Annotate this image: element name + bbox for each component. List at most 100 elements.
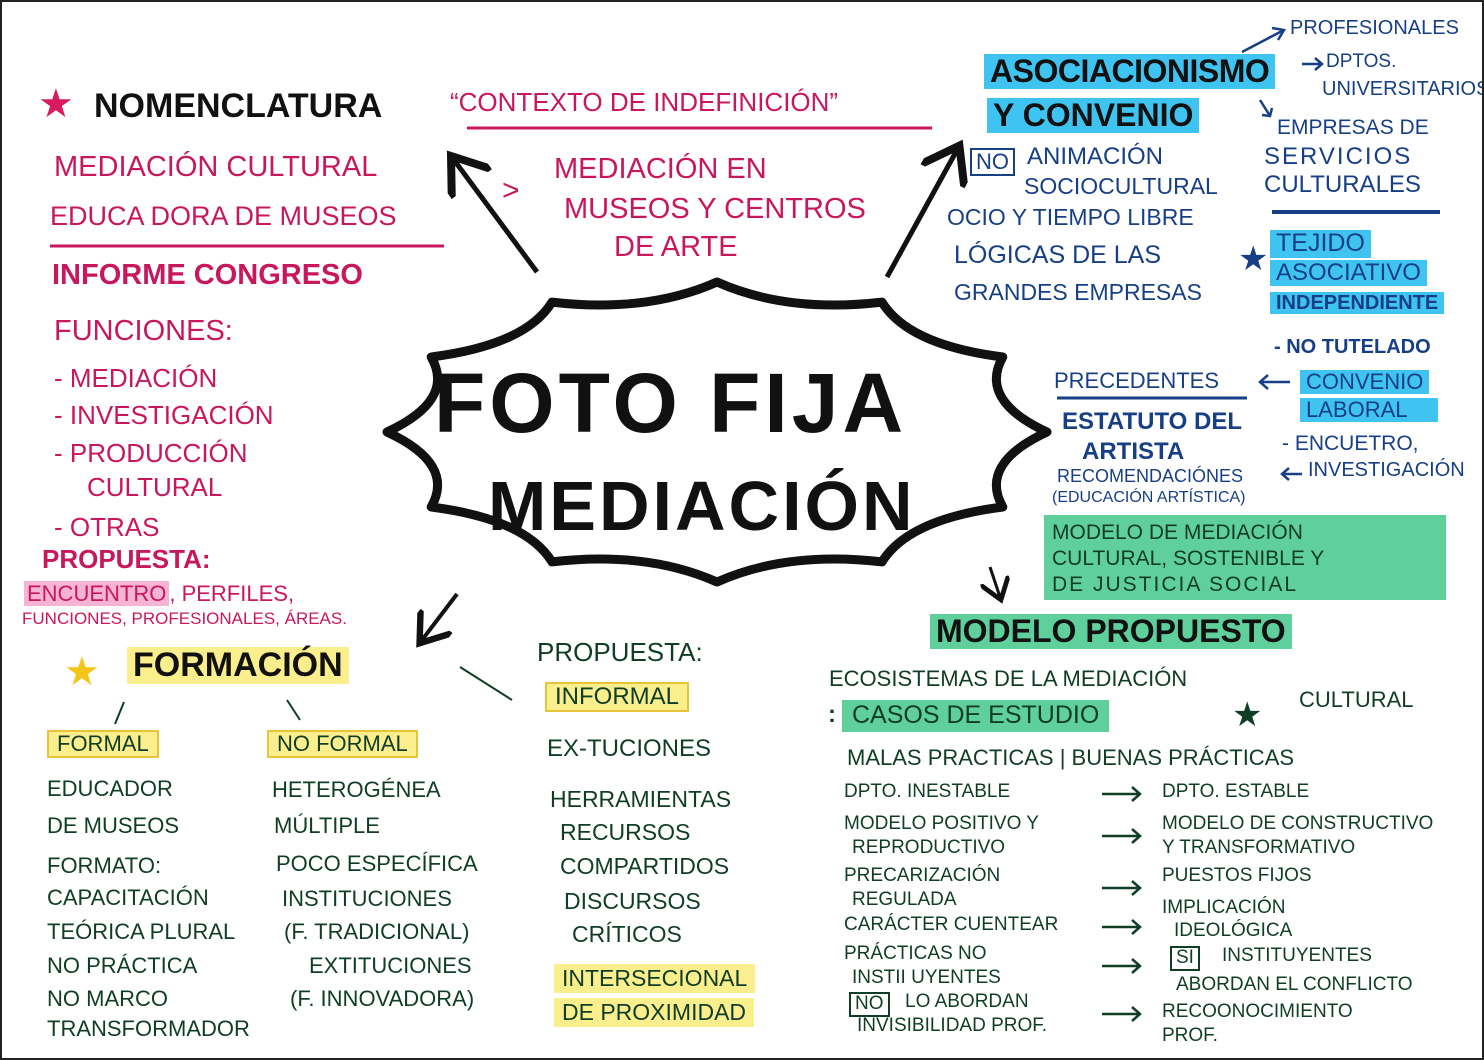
propuesta-title: Propuesta: (42, 544, 211, 574)
center-title-line1: Foto Fija (434, 356, 908, 450)
good-practice: Recoonocimiento (1162, 1001, 1353, 1022)
formal-item: teórica plural (47, 919, 236, 944)
branch-profesionales: Profesionales (1290, 17, 1459, 39)
bad-practice: reproductivo (852, 837, 1006, 858)
formacion-title: Formación (127, 646, 349, 685)
no-formal-item: poco específica (276, 851, 478, 876)
nomenclatura-item: Mediación cultural (54, 151, 378, 183)
good-practice: Dpto. estable (1162, 781, 1310, 802)
star-icon: ★ (1232, 696, 1263, 734)
propuesta-line2: funciones, profesionales, áreas. (22, 609, 347, 628)
colon: : (828, 701, 836, 728)
no-item: grandes empresas (954, 279, 1202, 305)
contexto-indefinicion: “Contexto de indefinición” (450, 87, 839, 117)
propuesta-formacion-title: Propuesta: (537, 637, 703, 667)
funcion-item: - Investigación (54, 400, 274, 430)
formal-item: Formato: (47, 853, 162, 878)
bad-practice: instii uyentes (852, 967, 1001, 988)
arrow-precedentes-head (1258, 374, 1269, 390)
ecosistemas-label: Ecosistemas de la mediación (829, 666, 1188, 691)
formal-item: capacitación (47, 885, 209, 910)
precedentes: Precedentes (1054, 368, 1220, 393)
tejido-line: independiente (1270, 292, 1445, 314)
no-tutelado: - No tutelado (1274, 336, 1431, 358)
row-arrow (1102, 786, 1142, 802)
si-box: Si (1170, 946, 1200, 971)
casos-de-estudio: Casos de estudio (842, 700, 1110, 732)
formal-item: no marco (47, 986, 168, 1011)
mediacion-en-line: Mediación en (554, 153, 767, 185)
funcion-item: - Mediación (54, 363, 218, 393)
no-formal-item: instituciones (282, 886, 452, 911)
branch-empresas: Empresas de (1277, 116, 1429, 139)
star-icon: ★ (38, 82, 74, 126)
estatuto-line: artista (1082, 438, 1185, 465)
no-formal-item: extituciones (309, 953, 472, 978)
arrow-empresas (1258, 99, 1272, 117)
central-cloud-shape (382, 277, 1052, 587)
propuesta-item: compartidos (560, 853, 730, 879)
no-item: sociocultural (1024, 173, 1218, 199)
estatuto-line: Estatuto del (1062, 408, 1242, 435)
informe-congreso: Informe congreso (52, 259, 363, 291)
arrow-to-asociacionismo (884, 150, 957, 279)
no-box: No (849, 992, 890, 1017)
formal-label: Formal (47, 730, 159, 759)
good-practice: instituyentes (1222, 945, 1372, 966)
encuentro-line: - Encuetro, (1282, 432, 1419, 455)
nomenclatura-item: Educa dora de museos (50, 201, 397, 231)
encuentro-highlight: Encuentro (24, 581, 170, 606)
funcion-item: - Producción (54, 438, 248, 468)
center-title-line2: Mediación (488, 467, 916, 545)
star-icon: ★ (1238, 240, 1269, 278)
modelo-box-line: Modelo de mediación (1052, 521, 1303, 544)
arrow-to-modelo (990, 566, 1000, 597)
practicas-header: Malas practicas | Buenas prácticas (847, 745, 1295, 770)
bad-practice: Modelo positivo y (844, 813, 1039, 834)
tejido-line: Tejido (1270, 229, 1371, 258)
arrow-profesionales (1241, 28, 1285, 54)
arrow-profesionales-head (1271, 26, 1287, 41)
propuesta-line1: Encuentro, perfiles, (24, 581, 295, 606)
no-formal-label: No formal (267, 730, 418, 759)
funcion-item: - Otras (54, 512, 160, 542)
branch-dptos: Dptos. (1326, 51, 1397, 72)
no-item: ocio y tiempo libre (947, 204, 1194, 230)
line-to-no-formal (286, 699, 301, 721)
good-practice: Puestos fijos (1162, 865, 1312, 886)
propuesta-rest: , perfiles, (169, 581, 295, 606)
bad-practice: invisibilidad prof. (857, 1015, 1048, 1036)
good-practice: Implicación (1162, 897, 1286, 918)
modelo-box-line: de justicia social (1052, 573, 1299, 596)
star-icon: ★ (64, 650, 100, 694)
formal-item: no práctica (47, 953, 198, 978)
branch-universitarios: universitarios (1322, 78, 1484, 100)
propuesta-item: recursos (560, 819, 691, 845)
bad-practice: regulada (852, 889, 957, 910)
funciones-title: Funciones: (54, 315, 233, 347)
good-practice: Modelo de constructivo (1162, 813, 1434, 834)
good-practice: prof. (1162, 1025, 1218, 1046)
bad-practice: Dpto. inestable (844, 781, 1011, 802)
mediacion-en-line: de arte (614, 231, 738, 263)
good-practice: abordan el conflicto (1176, 974, 1413, 995)
encuentro-line: investigación (1308, 459, 1465, 481)
modelo-box-line: cultural, sostenible y (1052, 547, 1325, 570)
no-formal-item: (f. innovadora) (290, 986, 475, 1011)
intersecional-line: de proximidad (554, 998, 755, 1028)
bad-practice: Precarización (844, 865, 1001, 886)
row-arrow (1102, 958, 1142, 974)
intersecional-line: Intersecional (554, 964, 756, 994)
row-arrows (1102, 786, 1142, 1022)
nomenclatura-title: Nomenclatura (94, 87, 383, 125)
row-arrow (1102, 1006, 1142, 1022)
recomendaciones-line: (educación artística) (1052, 489, 1246, 506)
formal-item: transformador (47, 1016, 250, 1041)
no-item: lógicas de las (954, 241, 1162, 269)
informal-label: Informal (545, 682, 690, 713)
propuesta-item: discursos (564, 888, 701, 914)
convenio-title: y convenio (987, 97, 1200, 134)
arrow-empresas-head (1261, 107, 1274, 118)
